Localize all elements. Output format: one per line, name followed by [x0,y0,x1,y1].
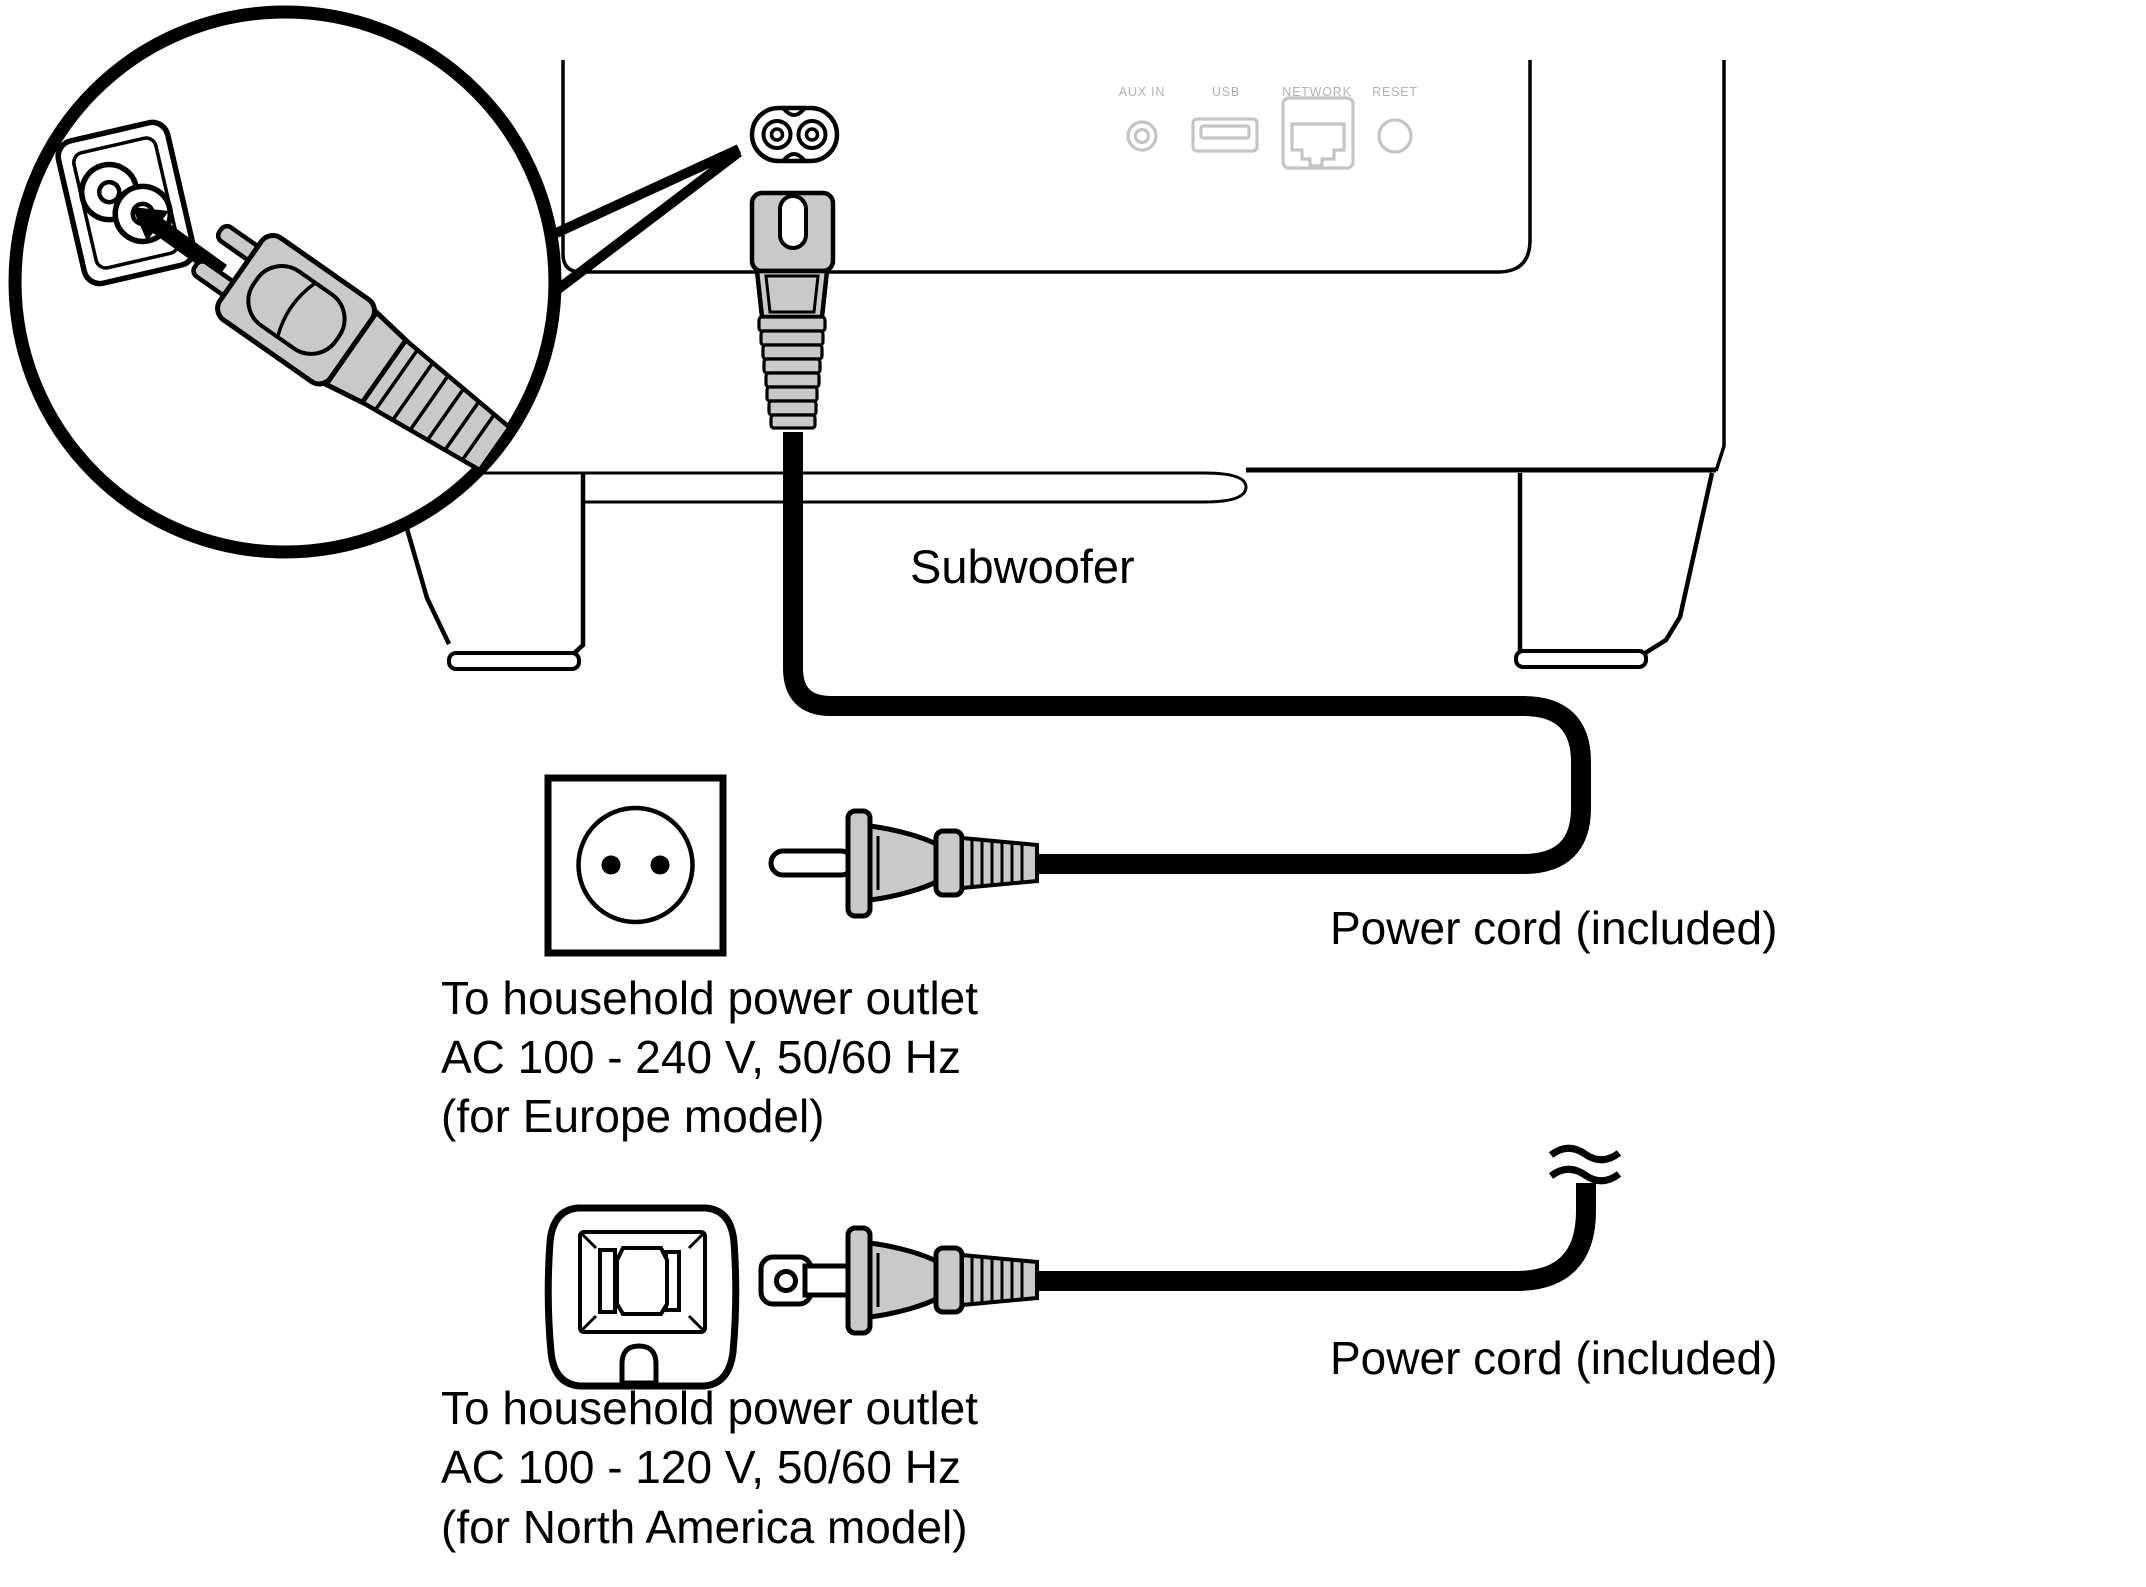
usb-label: USB [1212,85,1240,99]
subwoofer-label: Subwoofer [910,540,1135,593]
c7-plug [749,190,836,430]
power-cord-label-europe: Power cord (included) [1330,902,1777,954]
usb-port-icon [1191,117,1259,153]
network-label: NETWORK [1282,85,1352,99]
europe-caption-line2: AC 100 - 240 V, 50/60 Hz [441,1031,961,1083]
na-plug-icon [758,1225,1039,1336]
power-cord-na [1037,1183,1596,1291]
network-port-icon [1281,96,1355,170]
reset-button-icon [1377,118,1413,154]
europe-caption-line3: (for Europe model) [441,1090,825,1142]
callout-lines [538,144,743,300]
rear-panel-outline [561,60,1532,274]
na-caption: To household power outlet AC 100 - 120 V… [441,1382,978,1553]
magnified-c7-plug [191,223,513,474]
aux-in-jack-icon [1126,120,1158,152]
na-caption-line3: (for North America model) [441,1501,968,1553]
reset-label: RESET [1372,85,1418,99]
na-caption-line1: To household power outlet [441,1382,978,1434]
europe-outlet-icon [544,774,727,957]
power-cord-europe [783,432,1591,874]
magnifier-detail [8,5,562,559]
left-foot [398,474,586,671]
right-foot [1514,472,1715,669]
cord-break-marks [1548,1144,1622,1185]
power-cord-label-na: Power cord (included) [1330,1332,1777,1384]
ground-hole [619,1343,659,1386]
aux-in-label: AUX IN [1119,85,1165,99]
cabinet-right-edge [1714,60,1726,472]
europe-caption-line1: To household power outlet [441,972,978,1024]
europe-caption: To household power outlet AC 100 - 240 V… [441,972,978,1142]
ac-inlet-icon [749,105,840,164]
europe-plug-icon [768,808,1039,919]
na-caption-line2: AC 100 - 120 V, 50/60 Hz [441,1441,961,1493]
c7-strain-relief [757,315,827,430]
na-outlet-icon [544,1204,740,1390]
bottom-recess-bottom-line [583,471,1248,504]
connector-panel: AUX IN USB NETWORK RESET [1119,85,1418,170]
subwoofer-cabinet [398,60,1726,671]
